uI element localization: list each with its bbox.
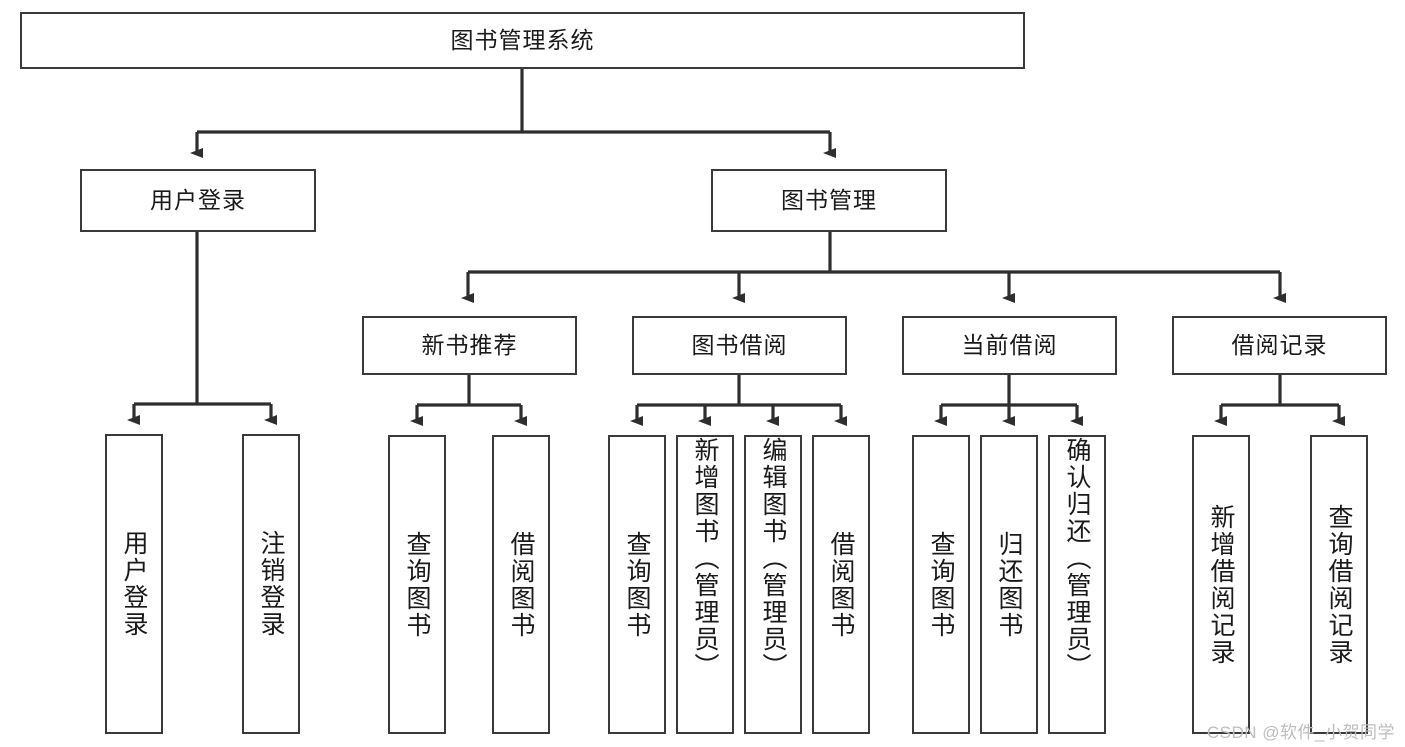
node-borrow-record[interactable]: 借阅记录 <box>1172 316 1387 375</box>
leaf-book-borrow-add[interactable]: 新增图书（管理员） <box>676 435 734 734</box>
leaf-user-login-login[interactable]: 用户登录 <box>105 434 163 734</box>
leaf-book-borrow-edit[interactable]: 编辑图书（管理员） <box>744 435 802 734</box>
csdn-watermark: CSDN @软件_小贺同学 <box>1206 723 1395 742</box>
node-label: 归还图书 <box>995 530 1023 639</box>
leaf-borrow-record-query[interactable]: 查询借阅记录 <box>1310 435 1368 734</box>
node-label: 查询图书 <box>927 530 955 639</box>
leaf-user-login-logout[interactable]: 注销登录 <box>242 434 300 734</box>
node-label: 新增借阅记录 <box>1207 503 1235 666</box>
node-user-login[interactable]: 用户登录 <box>80 169 316 232</box>
leaf-borrow-record-add[interactable]: 新增借阅记录 <box>1192 435 1250 734</box>
node-label: 注销登录 <box>257 530 285 638</box>
node-label: 借阅图书 <box>827 530 855 639</box>
node-root-book-management-system[interactable]: 图书管理系统 <box>20 12 1025 69</box>
leaf-new-book-borrow[interactable]: 借阅图书 <box>492 435 550 734</box>
node-new-book-recommend[interactable]: 新书推荐 <box>362 316 577 375</box>
node-current-borrow[interactable]: 当前借阅 <box>902 316 1117 375</box>
node-label: 图书管理系统 <box>450 26 595 53</box>
leaf-book-borrow-borrow[interactable]: 借阅图书 <box>812 435 870 734</box>
leaf-current-borrow-query[interactable]: 查询图书 <box>912 435 970 734</box>
node-label: 当前借阅 <box>961 331 1058 358</box>
node-label: 查询图书 <box>623 530 651 639</box>
node-label: 用户登录 <box>120 530 148 638</box>
node-label: 新增图书（管理员） <box>691 437 719 680</box>
node-book-management[interactable]: 图书管理 <box>711 169 947 232</box>
leaf-book-borrow-query[interactable]: 查询图书 <box>608 435 666 734</box>
node-label: 查询借阅记录 <box>1325 503 1353 666</box>
leaf-new-book-query[interactable]: 查询图书 <box>388 435 446 734</box>
node-label: 图书借阅 <box>691 331 788 358</box>
node-label: 图书管理 <box>781 186 877 213</box>
leaf-current-borrow-return[interactable]: 归还图书 <box>980 435 1038 734</box>
node-label: 借阅图书 <box>507 530 535 639</box>
node-label: 编辑图书（管理员） <box>759 437 787 680</box>
node-label: 查询图书 <box>403 530 431 639</box>
node-label: 新书推荐 <box>421 331 518 358</box>
node-label: 用户登录 <box>150 186 246 213</box>
node-label: 借阅记录 <box>1231 331 1328 358</box>
node-book-borrow[interactable]: 图书借阅 <box>632 316 847 375</box>
node-label: 确认归还（管理员） <box>1063 437 1091 680</box>
leaf-current-borrow-confirm-return[interactable]: 确认归还（管理员） <box>1048 435 1106 734</box>
